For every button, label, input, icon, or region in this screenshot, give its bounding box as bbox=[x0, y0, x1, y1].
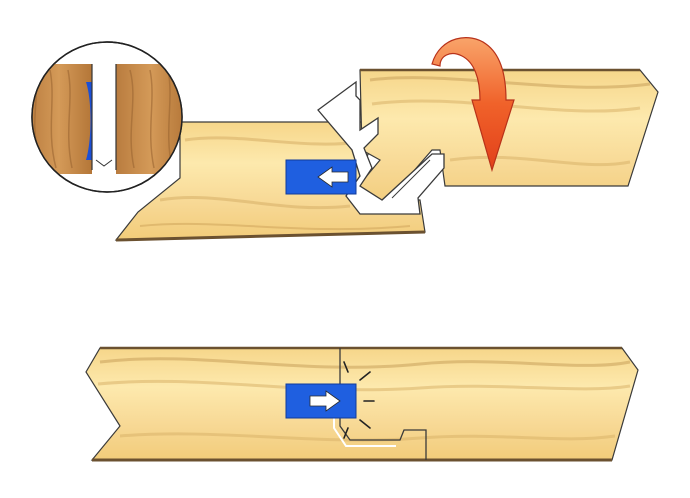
profile-line bbox=[391, 159, 431, 199]
board-bottom-edge bbox=[115, 230, 426, 242]
inset-gap bbox=[93, 64, 115, 174]
arrow-right-icon bbox=[309, 390, 341, 412]
board-body bbox=[349, 69, 659, 211]
left-board-top bbox=[114, 121, 426, 242]
inset-joint-detail bbox=[95, 159, 113, 167]
blue-tab-top bbox=[285, 159, 357, 195]
joined-boards-bottom bbox=[85, 346, 639, 462]
step-angle-in bbox=[31, 37, 659, 242]
arrow-left-icon bbox=[317, 166, 349, 188]
step-locked bbox=[85, 346, 639, 462]
joint-profile-bottom bbox=[333, 348, 427, 460]
wood-grain bbox=[184, 136, 361, 146]
click-burst-icon bbox=[343, 361, 375, 439]
wood-grain bbox=[449, 155, 631, 167]
inset-grain bbox=[129, 69, 173, 169]
wood-grain bbox=[159, 196, 351, 210]
wood-grain bbox=[119, 432, 616, 442]
wood-grain bbox=[97, 379, 631, 392]
inset-gap-lines bbox=[91, 64, 117, 170]
magnified-joint-inset bbox=[31, 41, 183, 193]
wood-grain bbox=[369, 76, 651, 89]
inset-left-plank bbox=[32, 64, 92, 174]
curved-rotation-arrow-icon bbox=[431, 37, 515, 173]
joint-profile-top bbox=[317, 80, 445, 215]
lock-profile-highlight bbox=[333, 416, 396, 447]
inset-blue-seal bbox=[86, 82, 92, 160]
blue-tab-bottom bbox=[285, 383, 357, 419]
tongue-groove-outline bbox=[317, 80, 445, 215]
lock-profile-line bbox=[339, 418, 427, 460]
wood-grain bbox=[99, 357, 631, 369]
wood-grain bbox=[139, 222, 411, 231]
